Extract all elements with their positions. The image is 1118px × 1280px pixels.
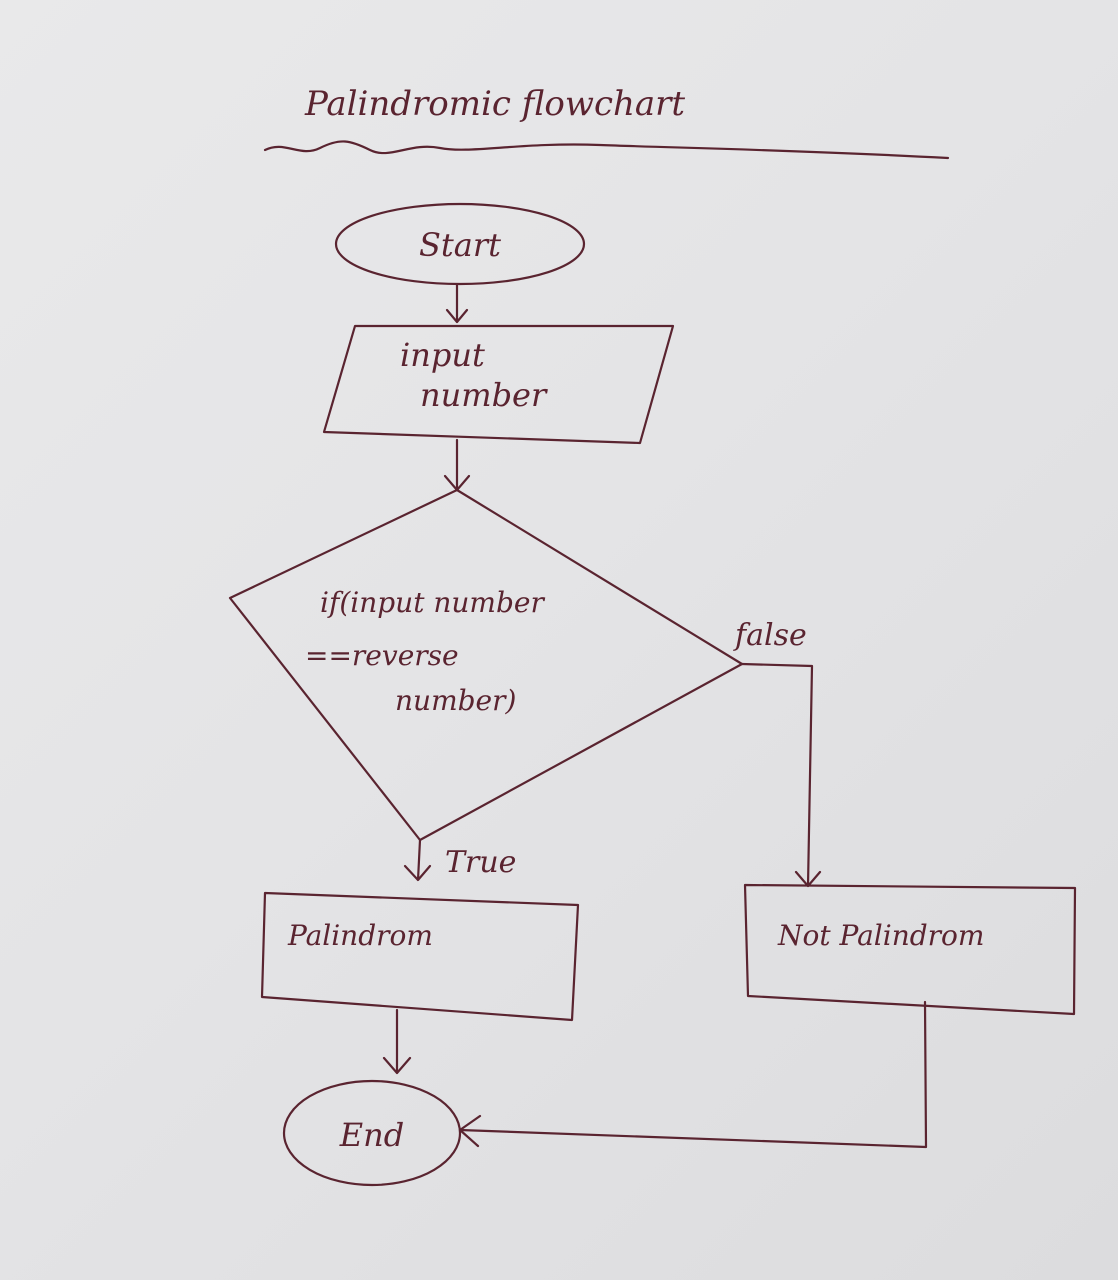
palindrome-process-box xyxy=(260,891,580,1022)
arrow-palindrome-to-end xyxy=(382,1008,412,1075)
decision-label-line3: number) xyxy=(395,684,516,717)
arrow-input-to-decision xyxy=(443,438,471,492)
end-terminator xyxy=(282,1079,462,1187)
input-parallelogram xyxy=(322,324,675,445)
arrow-true-branch xyxy=(403,838,432,882)
end-label: End xyxy=(339,1116,404,1154)
decision-label-line1: if(input number xyxy=(320,586,545,619)
start-terminator xyxy=(334,202,586,286)
input-label-line1: input xyxy=(400,336,485,374)
true-label: True xyxy=(445,845,516,880)
false-label: false xyxy=(733,618,807,653)
title-underline xyxy=(263,140,950,160)
input-label-line2: number xyxy=(420,376,548,414)
arrow-not-palindrome-to-end xyxy=(458,1000,928,1149)
page-title: Palindromic flowchart xyxy=(304,84,685,124)
palindrome-label: Palindrom xyxy=(287,919,433,952)
not-palindrome-process-box xyxy=(743,883,1077,1016)
arrow-false-branch xyxy=(740,662,822,888)
arrow-start-to-input xyxy=(445,283,469,324)
not-palindrome-label: Not Palindrom xyxy=(777,919,984,952)
decision-label-line2: ==reverse xyxy=(305,639,459,672)
start-label: Start xyxy=(419,226,501,264)
